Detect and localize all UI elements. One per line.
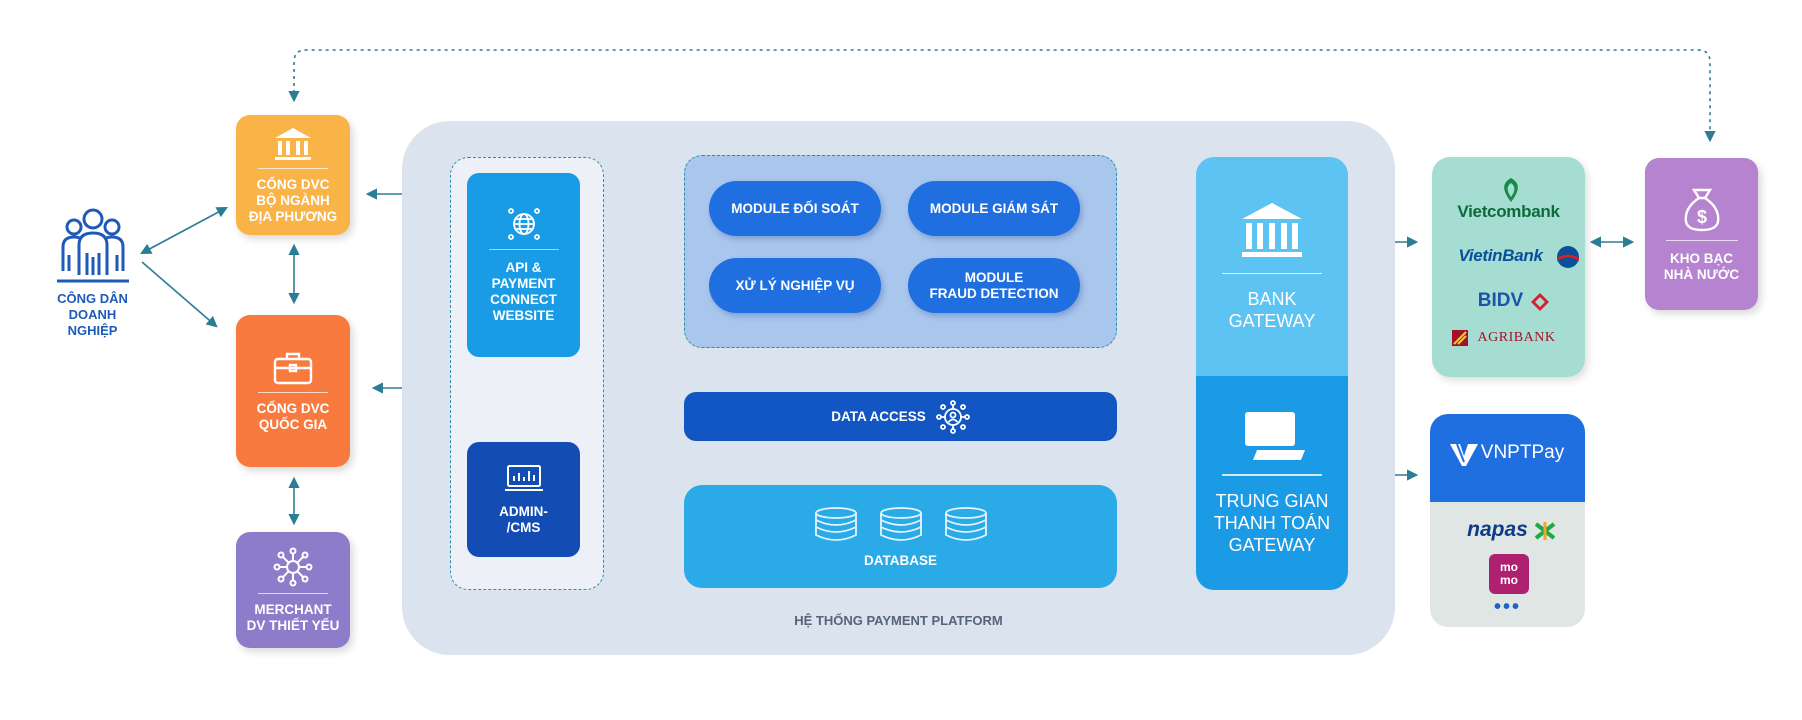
box-label-line: /CMS <box>506 519 541 535</box>
wallet-napas: napas <box>1467 518 1528 541</box>
box-label-line: QUỐC GIA <box>258 416 328 432</box>
box-label-line: ĐỊA PHƯƠNG <box>248 208 338 224</box>
box-label-line: KHO BẠC <box>1670 250 1733 266</box>
trung-gian-thanh-toan-gateway-box[interactable]: TRUNG GIAN THANH TOÁN GATEWAY <box>1196 376 1348 590</box>
box-label-line: API & <box>505 259 542 275</box>
divider <box>1222 474 1322 476</box>
box-label-line: WEBSITE <box>492 307 555 323</box>
wallets-card-top[interactable] <box>1430 414 1585 502</box>
bank-building-icon <box>1242 202 1302 257</box>
vnptpay-logo-icon <box>1450 443 1478 466</box>
svg-text:$: $ <box>1696 207 1706 227</box>
divider <box>258 391 328 393</box>
database-box[interactable]: DATABASE <box>684 485 1117 588</box>
merchant-box[interactable]: MERCHANT DV THIẾT YẾU <box>236 532 350 648</box>
module-giam-sat-button[interactable]: MODULE GIÁM SÁT <box>908 181 1080 236</box>
database-label: DATABASE <box>864 553 937 568</box>
money-bag-icon: $ <box>1684 188 1719 231</box>
module-label: XỬ LÝ NGHIỆP VỤ <box>735 277 855 293</box>
momo-label-line: mo <box>1500 573 1518 587</box>
divider <box>1665 239 1738 241</box>
actor-label-line: NGHIỆP <box>67 323 118 338</box>
box-label-line: PAYMENT <box>491 275 556 291</box>
divider <box>1222 272 1322 275</box>
globe-icon <box>507 207 540 240</box>
cong-dvc-bo-nganh-box[interactable]: CỔNG DVC BỘ NGÀNH ĐỊA PHƯƠNG <box>236 115 350 235</box>
module-label: MODULE ĐỐI SOÁT <box>731 200 859 216</box>
gateway-label-line: THANH TOÁN <box>1213 512 1331 533</box>
box-label-line: MERCHANT <box>254 601 332 617</box>
divider <box>258 592 328 594</box>
api-payment-connect-box[interactable]: API & PAYMENT CONNECT WEBSITE <box>467 173 580 357</box>
actor-label-line: CÔNG DÂN <box>57 291 128 306</box>
bank-building-icon <box>275 127 311 160</box>
actor-cong-dan: CÔNG DÂN DOANH NGHIỆP <box>40 205 145 339</box>
gateway-label-line: GATEWAY <box>1228 534 1316 555</box>
box-label-line: BỘ NGÀNH <box>256 192 330 208</box>
bank-agribank: AGRIBANK <box>1477 330 1556 345</box>
bank-gateway-box[interactable]: BANK GATEWAY <box>1196 157 1348 376</box>
bank-vietinbank: VietinBank <box>1458 246 1543 265</box>
bidv-logo-icon <box>1531 293 1549 311</box>
module-doi-soat-button[interactable]: MODULE ĐỐI SOÁT <box>709 181 881 236</box>
gateway-label-line: TRUNG GIAN <box>1215 490 1329 511</box>
briefcase-icon <box>273 352 313 384</box>
network-nodes-icon <box>273 547 313 586</box>
momo-label-line: mo <box>1500 560 1518 574</box>
data-access-box[interactable]: DATA ACCESS <box>684 392 1117 441</box>
module-fraud-detection-button[interactable]: MODULE FRAUD DETECTION <box>908 258 1080 313</box>
vietinbank-logo-icon <box>1557 246 1579 268</box>
people-group-icon <box>56 208 129 283</box>
monitor-chart-icon <box>504 464 543 491</box>
wallet-vnptpay: VNPTPay <box>1480 442 1565 463</box>
dotted-loop-connector <box>288 49 1716 143</box>
bank-bidv: BIDV <box>1477 290 1524 311</box>
wallet-momo: mo mo <box>1489 554 1529 594</box>
gateway-label-line: BANK <box>1247 289 1297 310</box>
admin-cms-box[interactable]: ADMIN- /CMS <box>467 442 580 557</box>
vietcombank-logo-icon <box>1504 178 1518 202</box>
more-wallets-ellipsis: ••• <box>1493 596 1521 618</box>
agribank-logo-icon <box>1452 330 1468 346</box>
box-label-line: ADMIN- <box>499 503 548 519</box>
user-network-icon <box>935 399 970 434</box>
banks-card[interactable]: Vietcombank VietinBank BIDV AGRIBANK <box>1432 157 1585 377</box>
bank-vietcombank: Vietcombank <box>1457 202 1560 221</box>
platform-title: HỆ THỐNG PAYMENT PLATFORM <box>794 613 1003 628</box>
divider <box>488 248 559 250</box>
napas-star-icon <box>1534 522 1556 540</box>
module-xu-ly-nghiep-vu-button[interactable]: XỬ LÝ NGHIỆP VỤ <box>709 258 881 313</box>
data-access-label: DATA ACCESS <box>831 409 926 424</box>
module-label: MODULE GIÁM SÁT <box>929 200 1059 216</box>
box-label-line: NHÀ NƯỚC <box>1663 266 1740 282</box>
box-label-line: CONNECT <box>490 291 557 307</box>
module-label: MODULE <box>964 269 1024 285</box>
box-label-line: DV THIẾT YẾU <box>246 617 340 633</box>
database-stack-icon <box>814 507 987 541</box>
divider <box>258 167 328 169</box>
laptop-icon <box>1245 412 1305 461</box>
gateway-label-line: GATEWAY <box>1228 311 1316 332</box>
cong-dvc-quoc-gia-box[interactable]: CỔNG DVC QUỐC GIA <box>236 315 350 467</box>
actor-label-line: DOANH <box>68 307 117 322</box>
kho-bac-nha-nuoc-box[interactable]: $ KHO BẠC NHÀ NƯỚC <box>1645 158 1758 310</box>
box-label-line: CỔNG DVC <box>256 400 330 416</box>
arrow-actor-qg <box>141 261 218 328</box>
module-label: FRAUD DETECTION <box>929 285 1059 301</box>
box-label-line: CỔNG DVC <box>256 176 330 192</box>
arrow-actor-bo <box>140 206 228 255</box>
